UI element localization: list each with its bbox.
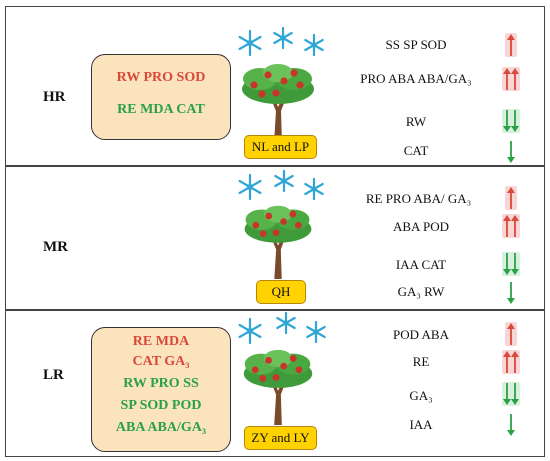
indicator-text: RE bbox=[412, 354, 430, 369]
indicator-box-hr: RW PRO SOD RE MDA CAT bbox=[91, 54, 231, 140]
panel-mr: MR bbox=[5, 166, 545, 310]
snowflake-icon bbox=[273, 27, 293, 50]
cultivar-tag: QH bbox=[256, 280, 306, 304]
level-label-lr: LR bbox=[43, 367, 64, 383]
double-arrow-down-icon bbox=[502, 382, 520, 406]
snowflake-icon bbox=[276, 311, 296, 335]
snowflake-icon bbox=[274, 169, 294, 193]
panel-lr: LR RE MDA CAT GA₃ RW PRO SS SP SOD POD A… bbox=[5, 310, 545, 457]
snowflake-icon bbox=[238, 29, 262, 57]
indicator-text: IAA CAT bbox=[395, 257, 447, 272]
snowflake-icon-group bbox=[238, 169, 324, 201]
level-label-mr: MR bbox=[43, 239, 68, 255]
snowflake-icon bbox=[238, 317, 262, 345]
indicator-text: IAA bbox=[409, 417, 433, 432]
snowflake-icon bbox=[306, 320, 326, 344]
double-arrow-down-icon bbox=[502, 109, 520, 133]
snowflake-icon bbox=[238, 173, 262, 201]
arrow-up-icon bbox=[505, 33, 517, 57]
snowflake-icon bbox=[304, 33, 324, 57]
panel-hr: HR RW PRO SOD RE MDA CAT bbox=[5, 6, 545, 166]
cultivar-tag: NL and LP bbox=[244, 135, 317, 159]
indicator-text: CAT bbox=[403, 143, 429, 158]
box-green-line: RE MDA CAT bbox=[117, 102, 205, 117]
double-arrow-down-icon bbox=[502, 252, 520, 276]
box-red-line: RW PRO SOD bbox=[116, 70, 206, 85]
double-arrow-up-icon bbox=[502, 350, 520, 374]
indicator-text: POD ABA bbox=[393, 327, 449, 342]
indicator-text: SS SP SOD bbox=[385, 37, 447, 52]
tree-icon bbox=[242, 64, 314, 143]
arrow-up-icon bbox=[505, 322, 517, 346]
box-green-line: ABA ABA/GA₃ bbox=[115, 420, 207, 435]
indicator-text: RW bbox=[405, 114, 427, 129]
indicator-text: ABA POD bbox=[393, 219, 449, 234]
box-red-line: RE MDA bbox=[132, 334, 190, 349]
box-green-line: SP SOD POD bbox=[120, 398, 202, 413]
box-green-line: RW PRO SS bbox=[123, 376, 199, 391]
indicator-text: GA₃ RW bbox=[397, 284, 445, 299]
tree-icon bbox=[244, 205, 312, 279]
level-label-hr: HR bbox=[43, 89, 66, 105]
box-red-line: CAT GA₃ bbox=[132, 354, 190, 369]
snowflake-icon bbox=[304, 177, 324, 201]
indicator-text: PRO ABA ABA/GA₃ bbox=[360, 71, 472, 86]
arrow-down-icon bbox=[507, 414, 515, 436]
indicator-text: RE PRO ABA/ GA₃ bbox=[365, 191, 472, 206]
cultivar-tag: ZY and LY bbox=[244, 426, 317, 450]
arrow-down-icon bbox=[507, 282, 515, 304]
indicator-box-lr: RE MDA CAT GA₃ RW PRO SS SP SOD POD ABA … bbox=[91, 327, 231, 452]
double-arrow-up-icon bbox=[502, 67, 520, 91]
indicator-text: GA₃ bbox=[409, 388, 433, 403]
snowflake-icon-group bbox=[238, 311, 326, 345]
snowflake-icon-group bbox=[238, 27, 324, 57]
tree-icon bbox=[243, 349, 313, 425]
arrow-down-icon bbox=[507, 141, 515, 163]
double-arrow-up-icon bbox=[502, 214, 520, 238]
arrow-up-icon bbox=[505, 186, 517, 210]
